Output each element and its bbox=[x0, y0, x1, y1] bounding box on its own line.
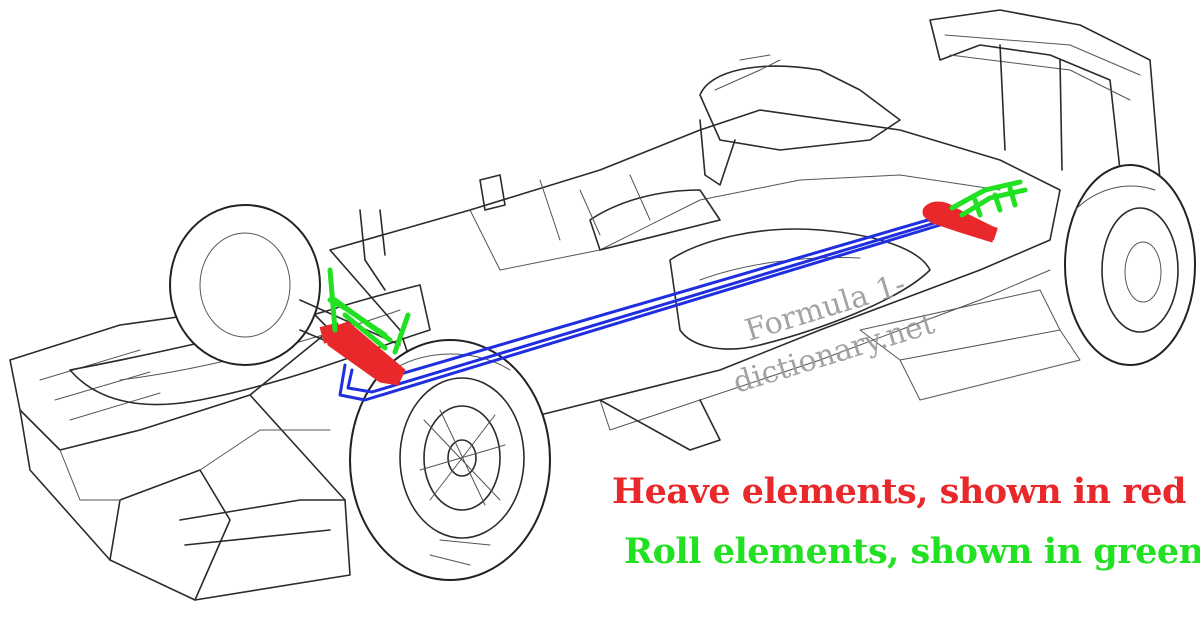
front-wing bbox=[9, 299, 351, 601]
airbox bbox=[699, 54, 901, 186]
rear-roll-element bbox=[949, 179, 1028, 218]
legend-roll-elements: Roll elements, shown in green bbox=[624, 531, 1200, 572]
sidepod bbox=[599, 289, 1081, 451]
front-right-tyre bbox=[349, 339, 551, 581]
front-roll-element bbox=[327, 267, 411, 355]
hydraulic-interconnect bbox=[338, 213, 960, 402]
front-left-tyre bbox=[169, 204, 321, 366]
rear-right-tyre bbox=[1064, 164, 1196, 366]
chassis bbox=[329, 109, 1061, 431]
rear-heave-element bbox=[922, 201, 998, 243]
legend-heave-elements: Heave elements, shown in red bbox=[612, 471, 1187, 512]
